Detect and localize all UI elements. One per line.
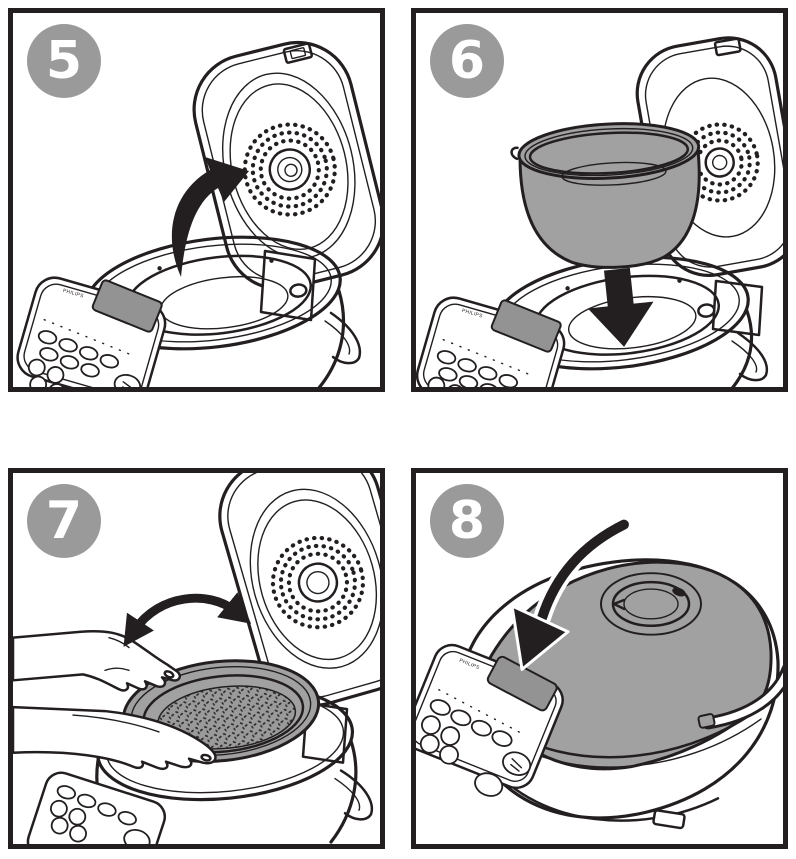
display bbox=[490, 299, 562, 353]
step-number-badge: 6 bbox=[430, 24, 504, 98]
steam-plate-perforations bbox=[270, 535, 366, 630]
open-lid-illustration: PHILIPS bbox=[16, 40, 380, 387]
lower-hand bbox=[13, 705, 217, 771]
step-5-panel: 5 bbox=[8, 8, 385, 392]
pot-lip bbox=[510, 146, 519, 161]
step-8-panel: 8 PHILIPS bbox=[411, 468, 788, 849]
display bbox=[486, 655, 558, 712]
step-number-badge: 5 bbox=[27, 24, 101, 98]
control-panel: PHILIPS bbox=[416, 296, 566, 387]
lid-latch bbox=[282, 42, 313, 64]
brand-label: PHILIPS bbox=[461, 308, 483, 320]
control-panel: PHILIPS bbox=[416, 643, 564, 797]
control-panel: PHILIPS bbox=[16, 276, 167, 387]
step-7-panel: 7 bbox=[8, 468, 385, 849]
handle-clip bbox=[697, 713, 716, 729]
side-handle bbox=[736, 331, 769, 382]
rotate-direction-arrow bbox=[123, 592, 252, 647]
step-number-badge: 7 bbox=[27, 484, 101, 558]
menu-button bbox=[474, 772, 504, 797]
close-lid-illustration: PHILIPS bbox=[416, 515, 783, 830]
fingernail bbox=[163, 670, 175, 679]
seat-pot-illustration bbox=[13, 473, 380, 844]
side-handle bbox=[329, 311, 362, 365]
fingernail bbox=[200, 753, 212, 762]
side-handle bbox=[697, 665, 783, 730]
base-right-side bbox=[317, 289, 346, 387]
display bbox=[91, 279, 163, 333]
steam-plate-perforations bbox=[242, 122, 337, 217]
inner-pot bbox=[510, 122, 701, 269]
lid-hinge bbox=[259, 249, 317, 322]
upper-hand bbox=[13, 630, 182, 692]
side-handle bbox=[339, 769, 374, 821]
open-direction-arrow bbox=[171, 157, 249, 277]
cook-button bbox=[123, 828, 151, 844]
step-6-panel: 6 bbox=[411, 8, 788, 392]
control-panel bbox=[26, 771, 167, 844]
insert-pot-illustration: PHILIPS bbox=[416, 36, 783, 387]
close-direction-arrow bbox=[510, 515, 633, 671]
brand-label: PHILIPS bbox=[62, 288, 84, 300]
steam-valve bbox=[600, 572, 702, 636]
step-number-badge: 8 bbox=[430, 484, 504, 558]
insert-direction-arrow bbox=[587, 267, 654, 347]
bottom-latch bbox=[652, 809, 686, 830]
lid-latch bbox=[713, 37, 742, 57]
